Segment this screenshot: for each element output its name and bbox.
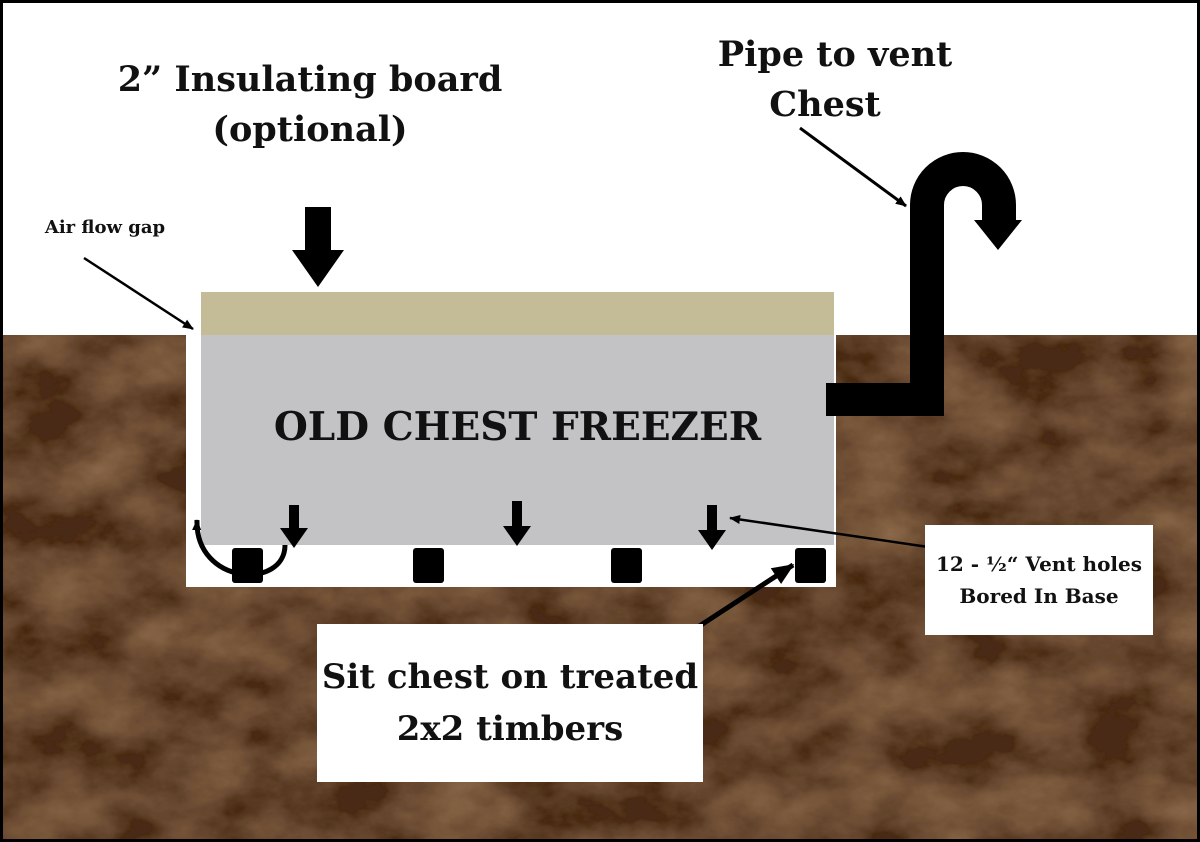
vent-hole-arrows <box>280 501 726 550</box>
pipe-pointer <box>799 126 907 208</box>
pipe-label-line-1: Pipe to vent <box>717 34 953 75</box>
freezer-label: OLD CHEST FREEZER <box>273 404 762 450</box>
timbers-label-line-1: Sit chest on treated <box>321 657 699 697</box>
timber-2 <box>413 548 444 583</box>
vent-pipe-outlet-arrow <box>974 220 1022 250</box>
vent-pipe-elbow <box>910 152 1016 284</box>
insulating-board-label: 2” Insulating board (optional) <box>100 55 520 155</box>
vent-holes-label-box: 12 - ½“ Vent holes Bored In Base <box>925 525 1153 635</box>
timber-4 <box>795 548 826 583</box>
airflow-curve <box>192 519 288 577</box>
insulating-board-label-line-1: 2” Insulating board <box>117 59 503 100</box>
vent-arrow-3 <box>698 505 726 550</box>
air-gap-pointer <box>83 256 194 331</box>
pipe-label-line-2: Chest <box>769 84 881 125</box>
vent-arrow-1 <box>280 505 308 548</box>
timber-3 <box>611 548 642 583</box>
timbers-label-box: Sit chest on treated 2x2 timbers <box>317 624 703 782</box>
insulating-board-label-line-2: (optional) <box>212 109 408 150</box>
vent-pipe <box>826 283 944 416</box>
vent-holes-label-line-2: Bored In Base <box>959 584 1119 608</box>
air-gap-label: Air flow gap <box>44 217 166 238</box>
pipe-label: Pipe to vent Chest <box>690 30 980 130</box>
vent-arrow-2 <box>503 501 531 546</box>
vent-holes-pointer <box>729 514 936 550</box>
insulating-board-shape <box>201 292 834 335</box>
timbers-label-line-2: 2x2 timbers <box>396 709 624 749</box>
sky-area <box>0 0 1200 335</box>
vent-holes-label-line-1: 12 - ½“ Vent holes <box>936 552 1142 576</box>
timber-1 <box>232 548 263 583</box>
board-down-arrow <box>292 207 344 287</box>
